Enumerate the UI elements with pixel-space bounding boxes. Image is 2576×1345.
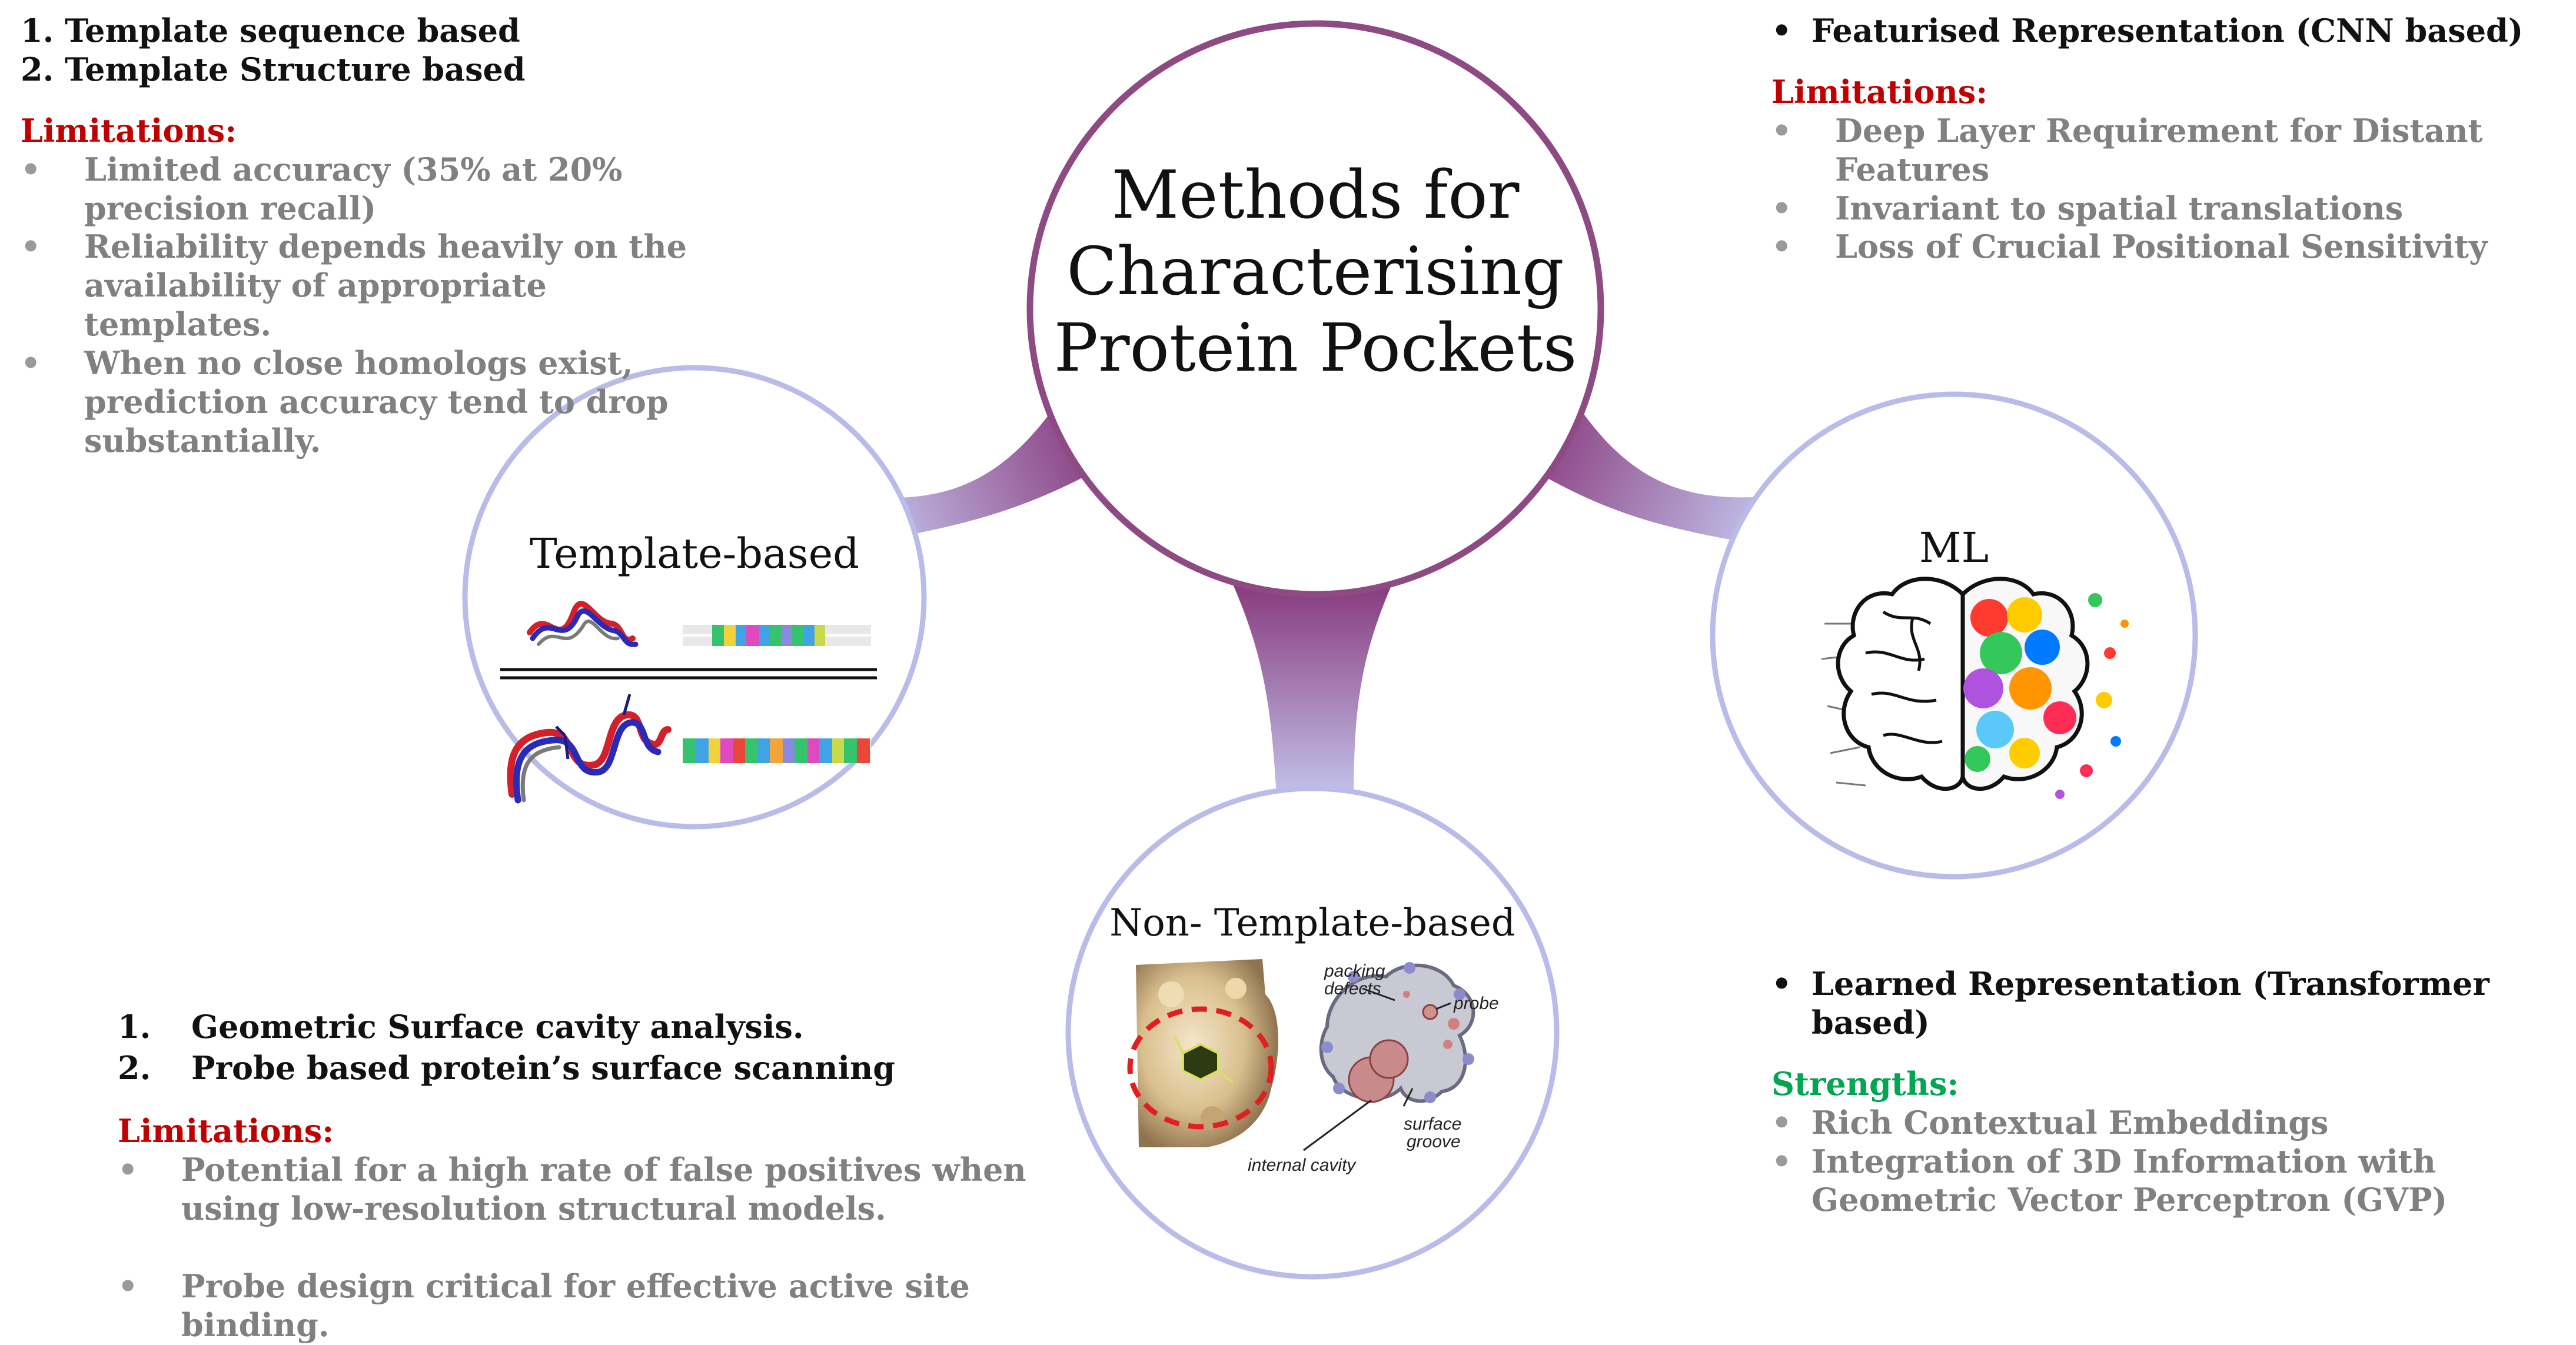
defects-label: defects	[1324, 979, 1381, 998]
center-title-line-2: Characterising	[1066, 234, 1564, 310]
non-template-method-2: 2. Probe based protein’s surface scannin…	[118, 1047, 1095, 1088]
center-node-circle	[1026, 20, 1604, 598]
non-template-limitation-2: Probe design critical for effective acti…	[118, 1267, 1095, 1345]
template-node-title: Template-based	[530, 530, 859, 578]
template-limitations-heading: Limitations:	[21, 111, 237, 149]
connector-non-template	[1224, 565, 1401, 806]
template-limitations-list: Limited accuracy (35% at 20% precision r…	[21, 151, 744, 461]
ml-featurised-panel: Featurised Representation (CNN based) Li…	[1771, 12, 2560, 267]
ml-node-title: ML	[1919, 524, 1989, 572]
template-limitation-2: Reliability depends heavily on the avail…	[21, 228, 744, 344]
non-template-node-circle	[1065, 785, 1560, 1280]
non-template-method-1: 1. Geometric Surface cavity analysis.	[118, 1006, 1095, 1047]
internal-cavity-label: internal cavity	[1248, 1156, 1357, 1175]
template-limitation-1: Limited accuracy (35% at 20% precision r…	[21, 151, 702, 228]
ml-strength-2: Integration of 3D Information with Geome…	[1771, 1143, 2518, 1220]
ml-limitations-heading: Limitations:	[1771, 72, 1988, 111]
groove-label: groove	[1407, 1132, 1461, 1151]
surface-label: surface	[1404, 1114, 1461, 1134]
connector-ml	[1524, 377, 1789, 547]
ml-strength-1: Rich Contextual Embeddings	[1771, 1104, 2560, 1143]
ml-strengths-list: Rich Contextual Embeddings Integration o…	[1771, 1104, 2560, 1220]
non-template-method-2-text: Probe based protein’s surface scanning	[191, 1049, 896, 1087]
ml-featurised-item: Featurised Representation (CNN based)	[1771, 12, 2560, 51]
brain-icon	[1821, 577, 2129, 799]
non-template-method-1-text: Geometric Surface cavity analysis.	[191, 1008, 804, 1046]
ml-limitations-list: Deep Layer Requirement for Distant Featu…	[1771, 112, 2560, 267]
ml-learned-panel: Learned Representation (Transformer base…	[1771, 965, 2560, 1220]
non-template-method-1-number: 1.	[118, 1008, 151, 1046]
ml-limitation-3: Loss of Crucial Positional Sensitivity	[1771, 228, 2560, 267]
non-template-panel: 1. Geometric Surface cavity analysis. 2.…	[118, 1006, 1095, 1345]
non-template-method-2-number: 2.	[118, 1049, 151, 1087]
ml-strengths-heading: Strengths:	[1771, 1064, 1959, 1103]
non-template-limitations-heading: Limitations:	[118, 1112, 334, 1150]
template-panel: 1. Template sequence based 2. Template S…	[21, 12, 797, 461]
non-template-limitation-1: Potential for a high rate of false posit…	[118, 1151, 1064, 1229]
template-limitation-3: When no close homologs exist, prediction…	[21, 344, 761, 461]
probe-label: probe	[1453, 994, 1499, 1013]
pocket-illustration: packing defects probe surface groove int…	[1127, 959, 1499, 1175]
non-template-limitations-list: Potential for a high rate of false posit…	[118, 1151, 1095, 1345]
ml-limitation-1: Deep Layer Requirement for Distant Featu…	[1771, 112, 2560, 189]
center-title-line-1: Methods for	[1112, 157, 1520, 234]
ml-limitation-2: Invariant to spatial translations	[1771, 189, 2560, 228]
packing-label: packing	[1324, 961, 1385, 981]
ml-learned-item: Learned Representation (Transformer base…	[1771, 965, 2560, 1043]
template-alignment-illustration	[500, 601, 877, 804]
template-method-1: 1. Template sequence based	[21, 12, 520, 49]
template-method-2: 2. Template Structure based	[21, 50, 526, 88]
non-template-node-title: Non- Template-based	[1109, 901, 1515, 945]
non-template-methods-list: 1. Geometric Surface cavity analysis. 2.…	[118, 1006, 1095, 1088]
center-title-line-3: Protein Pockets	[1054, 310, 1577, 387]
